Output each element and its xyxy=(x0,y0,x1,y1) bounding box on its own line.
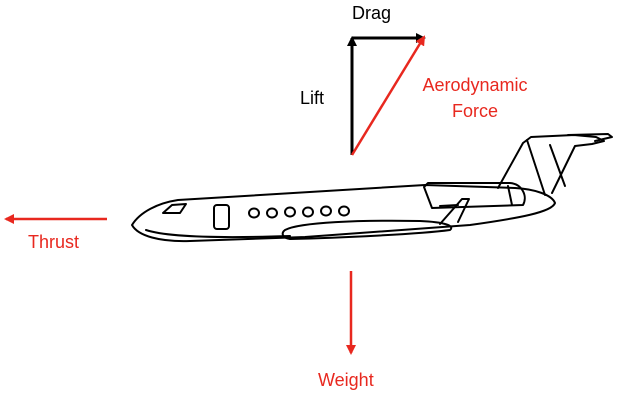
aerodynamic-force-arrow xyxy=(350,35,426,156)
belly-line xyxy=(145,229,291,239)
thrust-label: Thrust xyxy=(28,232,80,252)
cabin-window xyxy=(266,207,278,219)
aerodynamic-force-label: Aerodynamic Force xyxy=(414,72,536,124)
business-jet-icon xyxy=(131,133,613,243)
wing xyxy=(439,198,470,225)
aerodynamic-force-label-line1: Aerodynamic xyxy=(422,75,528,95)
cabin-window xyxy=(284,206,296,218)
engine-exhaust xyxy=(507,185,513,206)
lift-label: Lift xyxy=(300,88,325,108)
cabin-window xyxy=(338,205,350,217)
engine-pylon xyxy=(439,204,459,207)
vertical-tail xyxy=(497,134,605,194)
windshield xyxy=(162,203,187,214)
wing-root xyxy=(281,219,453,240)
engine-nacelle xyxy=(423,182,526,209)
cabin-window xyxy=(320,205,332,217)
cabin-door xyxy=(213,204,230,230)
weight-label: Weight xyxy=(318,370,374,390)
cabin-window xyxy=(248,207,260,219)
horizontal-stabilizer xyxy=(567,133,613,142)
drag-label: Drag xyxy=(352,3,392,23)
aerodynamic-force-label-line2: Force xyxy=(451,101,498,121)
fuselage xyxy=(131,184,556,243)
tail-fin-leading xyxy=(526,139,546,196)
tail-detail xyxy=(549,144,566,187)
cabin-window xyxy=(302,206,314,218)
